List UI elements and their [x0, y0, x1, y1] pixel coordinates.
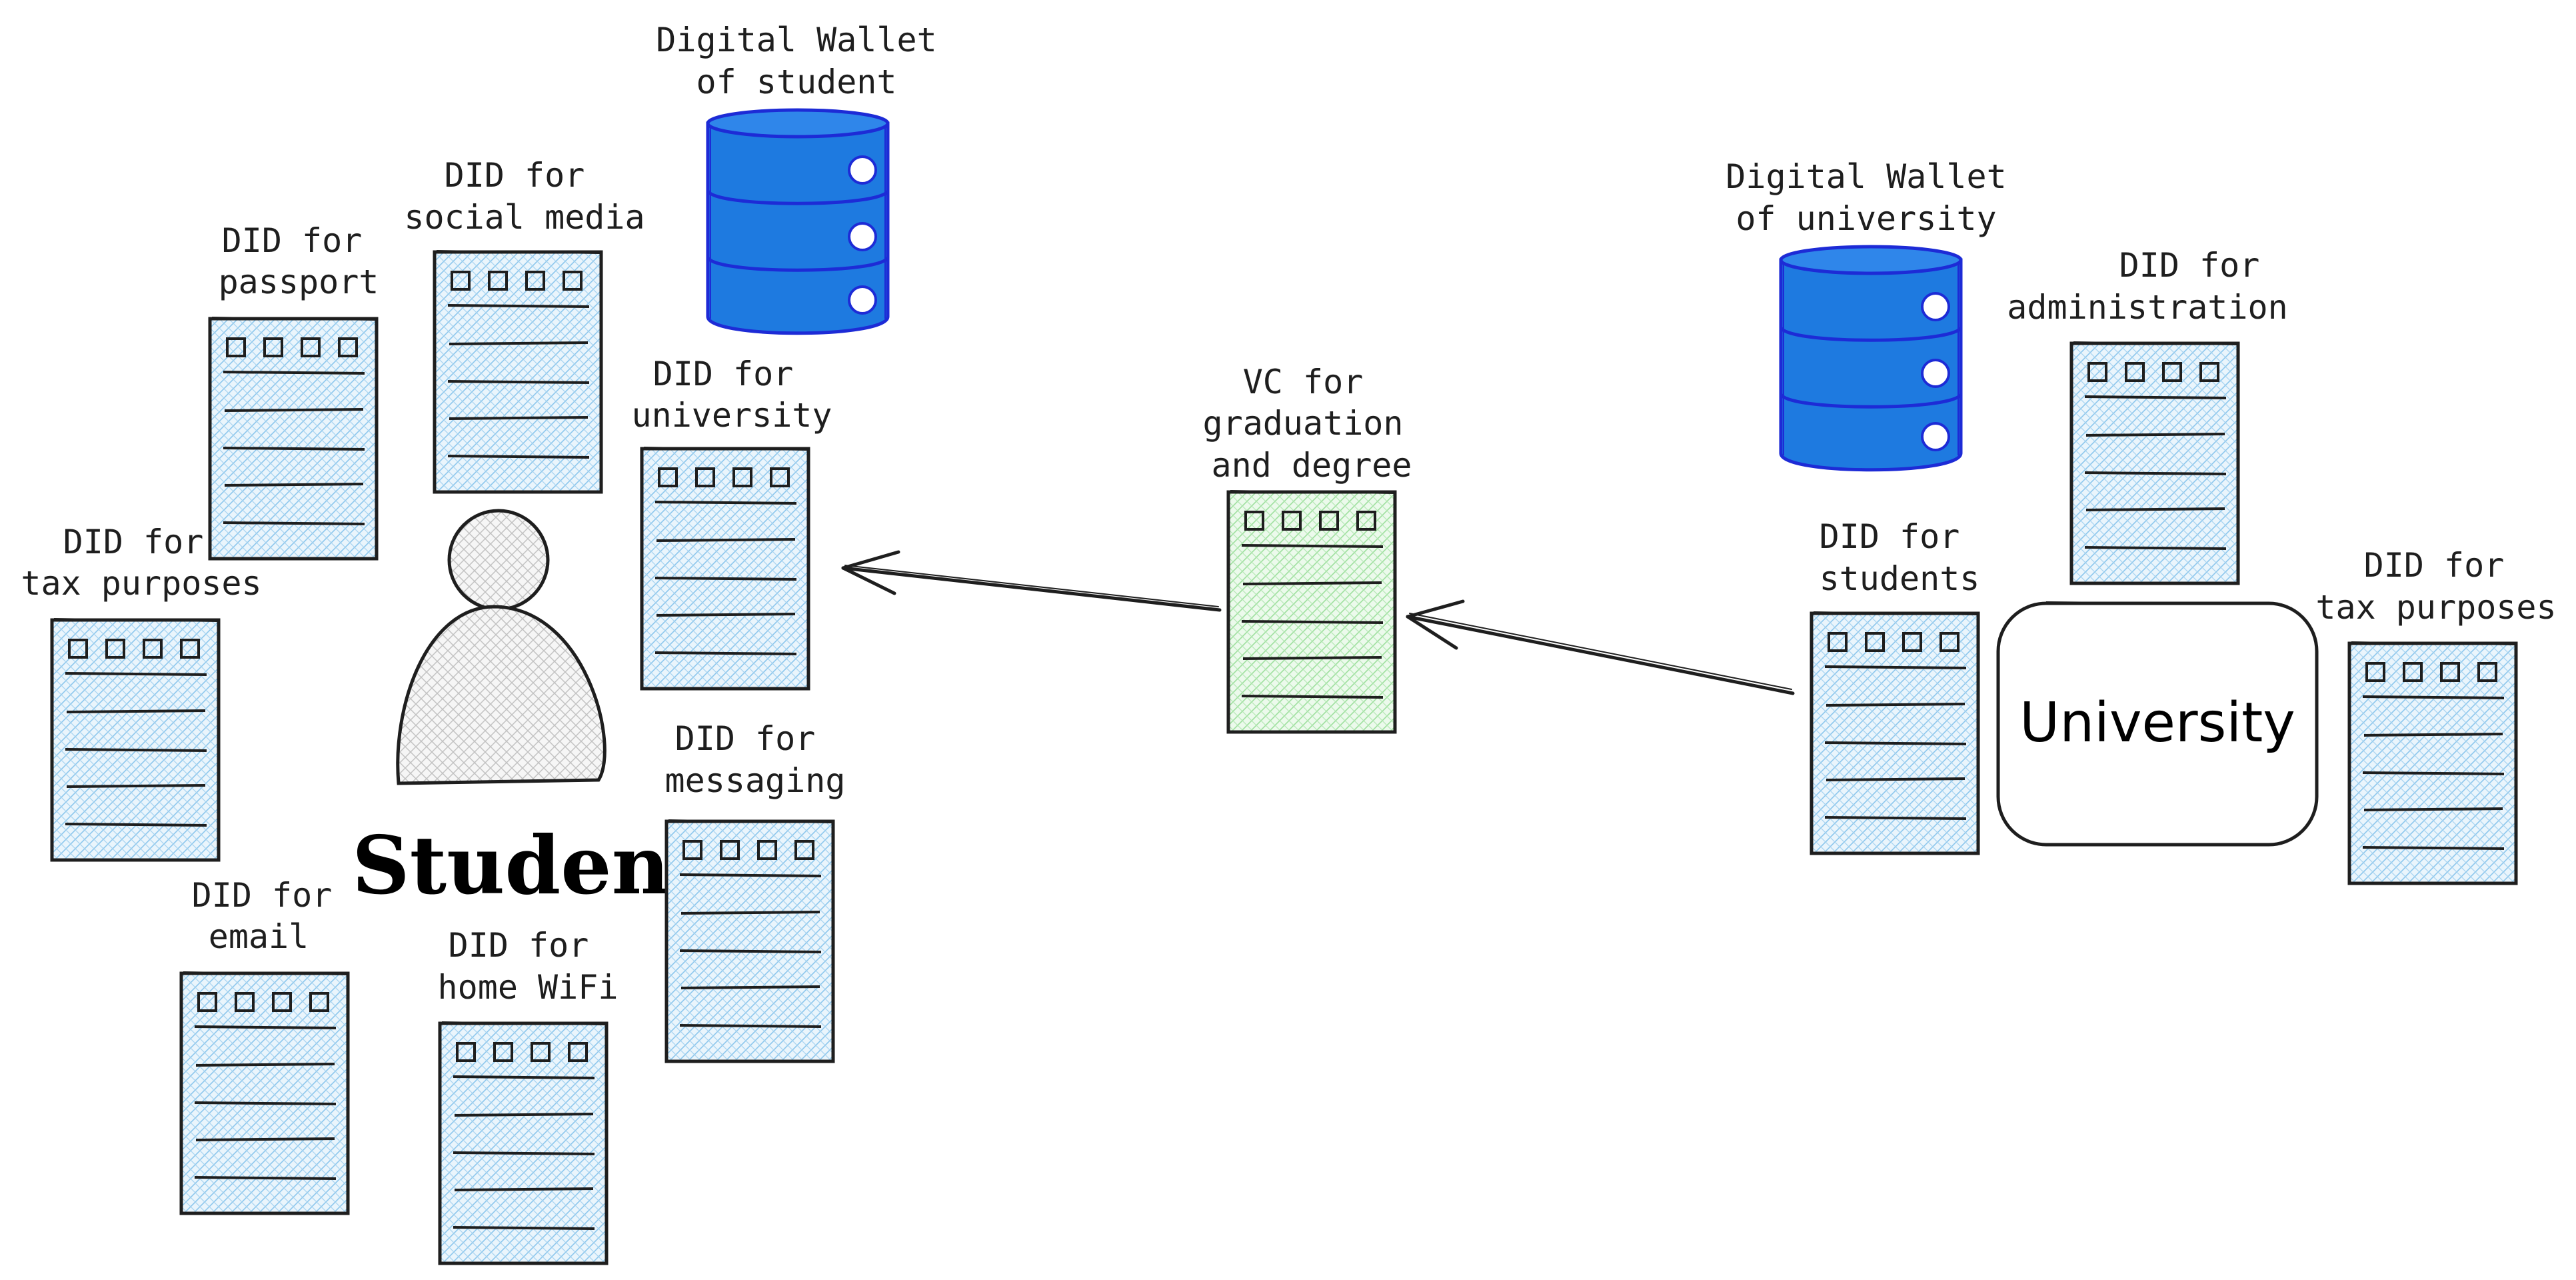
did-university-tax-label-line2: tax purposes — [2315, 588, 2556, 627]
did-social-media-document-icon — [435, 251, 601, 492]
did-home-wifi-label-line2: home WiFi — [438, 968, 619, 1007]
vc-document-icon — [1228, 491, 1395, 732]
did-student-tax-document-icon — [52, 619, 219, 860]
student-person-icon — [396, 509, 607, 785]
university-wallet-label-line1: Digital Wallet — [1726, 157, 2006, 196]
did-university-label-line1: DID for — [653, 355, 794, 393]
arrow-university-to-vc — [1406, 599, 1795, 695]
did-passport-label-line2: passport — [219, 263, 379, 301]
vc-label-line1: VC for — [1243, 363, 1364, 401]
did-email-label-line2: email — [209, 917, 309, 956]
did-email-document-icon — [181, 972, 348, 1213]
student-wallet-label: Digital Wallet of student — [656, 21, 936, 101]
did-students-label-line1: DID for — [1820, 517, 1960, 556]
did-students-document-icon — [1812, 612, 1978, 853]
did-administration-label-line2: administration — [2007, 288, 2287, 327]
did-home-wifi: DID for home WiFi — [438, 926, 619, 1263]
did-students: DID for students — [1812, 517, 1979, 853]
did-administration: DID for administration — [2007, 246, 2288, 583]
did-student-tax-label-line2: tax purposes — [21, 564, 261, 603]
university-wallet-label: Digital Wallet of university — [1726, 157, 2006, 238]
did-email-label-line1: DID for — [192, 876, 333, 915]
did-student-tax-label-line1: DID for — [63, 523, 204, 561]
student-wallet-database-icon — [708, 110, 888, 333]
did-administration-label-line1: DID for — [2119, 246, 2260, 285]
student-wallet-label-line1: Digital Wallet — [656, 21, 936, 59]
did-messaging-label-line2: messaging — [665, 761, 846, 800]
vc-label-line2: graduation — [1202, 404, 1403, 443]
student-label: Student — [352, 819, 706, 913]
did-messaging: DID for messaging — [665, 719, 846, 1061]
did-university-tax-label-line1: DID for — [2364, 546, 2505, 585]
did-administration-document-icon — [2071, 342, 2238, 583]
did-email: DID for email — [181, 876, 348, 1213]
did-university-tax-document-icon — [2349, 642, 2516, 883]
student-wallet-label-line2: of student — [696, 63, 896, 101]
vc-graduation-degree: VC for graduation and degree — [1202, 363, 1412, 732]
did-university-label-line2: university — [631, 396, 832, 435]
did-home-wifi-label-line1: DID for — [449, 926, 589, 965]
did-passport: DID for passport — [210, 221, 379, 559]
did-university-document-icon — [642, 447, 808, 689]
did-university-tax: DID for tax purposes — [2315, 546, 2557, 883]
did-passport-document-icon — [210, 317, 377, 559]
university-entity: University — [1996, 601, 2319, 847]
did-passport-label-line1: DID for — [222, 221, 363, 260]
did-student-tax: DID for tax purposes — [21, 523, 262, 860]
did-social-media-label-line2: social media — [404, 198, 644, 237]
did-messaging-label-line1: DID for — [675, 719, 816, 758]
did-home-wifi-document-icon — [440, 1022, 607, 1263]
arrow-vc-to-student — [841, 550, 1222, 612]
did-university: DID for university — [631, 355, 832, 689]
vc-label-line3: and degree — [1211, 446, 1412, 485]
did-social-media: DID for social media — [404, 156, 645, 492]
university-wallet-database-icon — [1781, 247, 1961, 470]
did-social-media-label-line1: DID for — [445, 156, 585, 195]
did-students-label-line2: students — [1820, 559, 1980, 598]
university-label: University — [2019, 691, 2295, 755]
university-wallet-label-line2: of university — [1736, 199, 1996, 238]
did-messaging-document-icon — [666, 820, 833, 1061]
